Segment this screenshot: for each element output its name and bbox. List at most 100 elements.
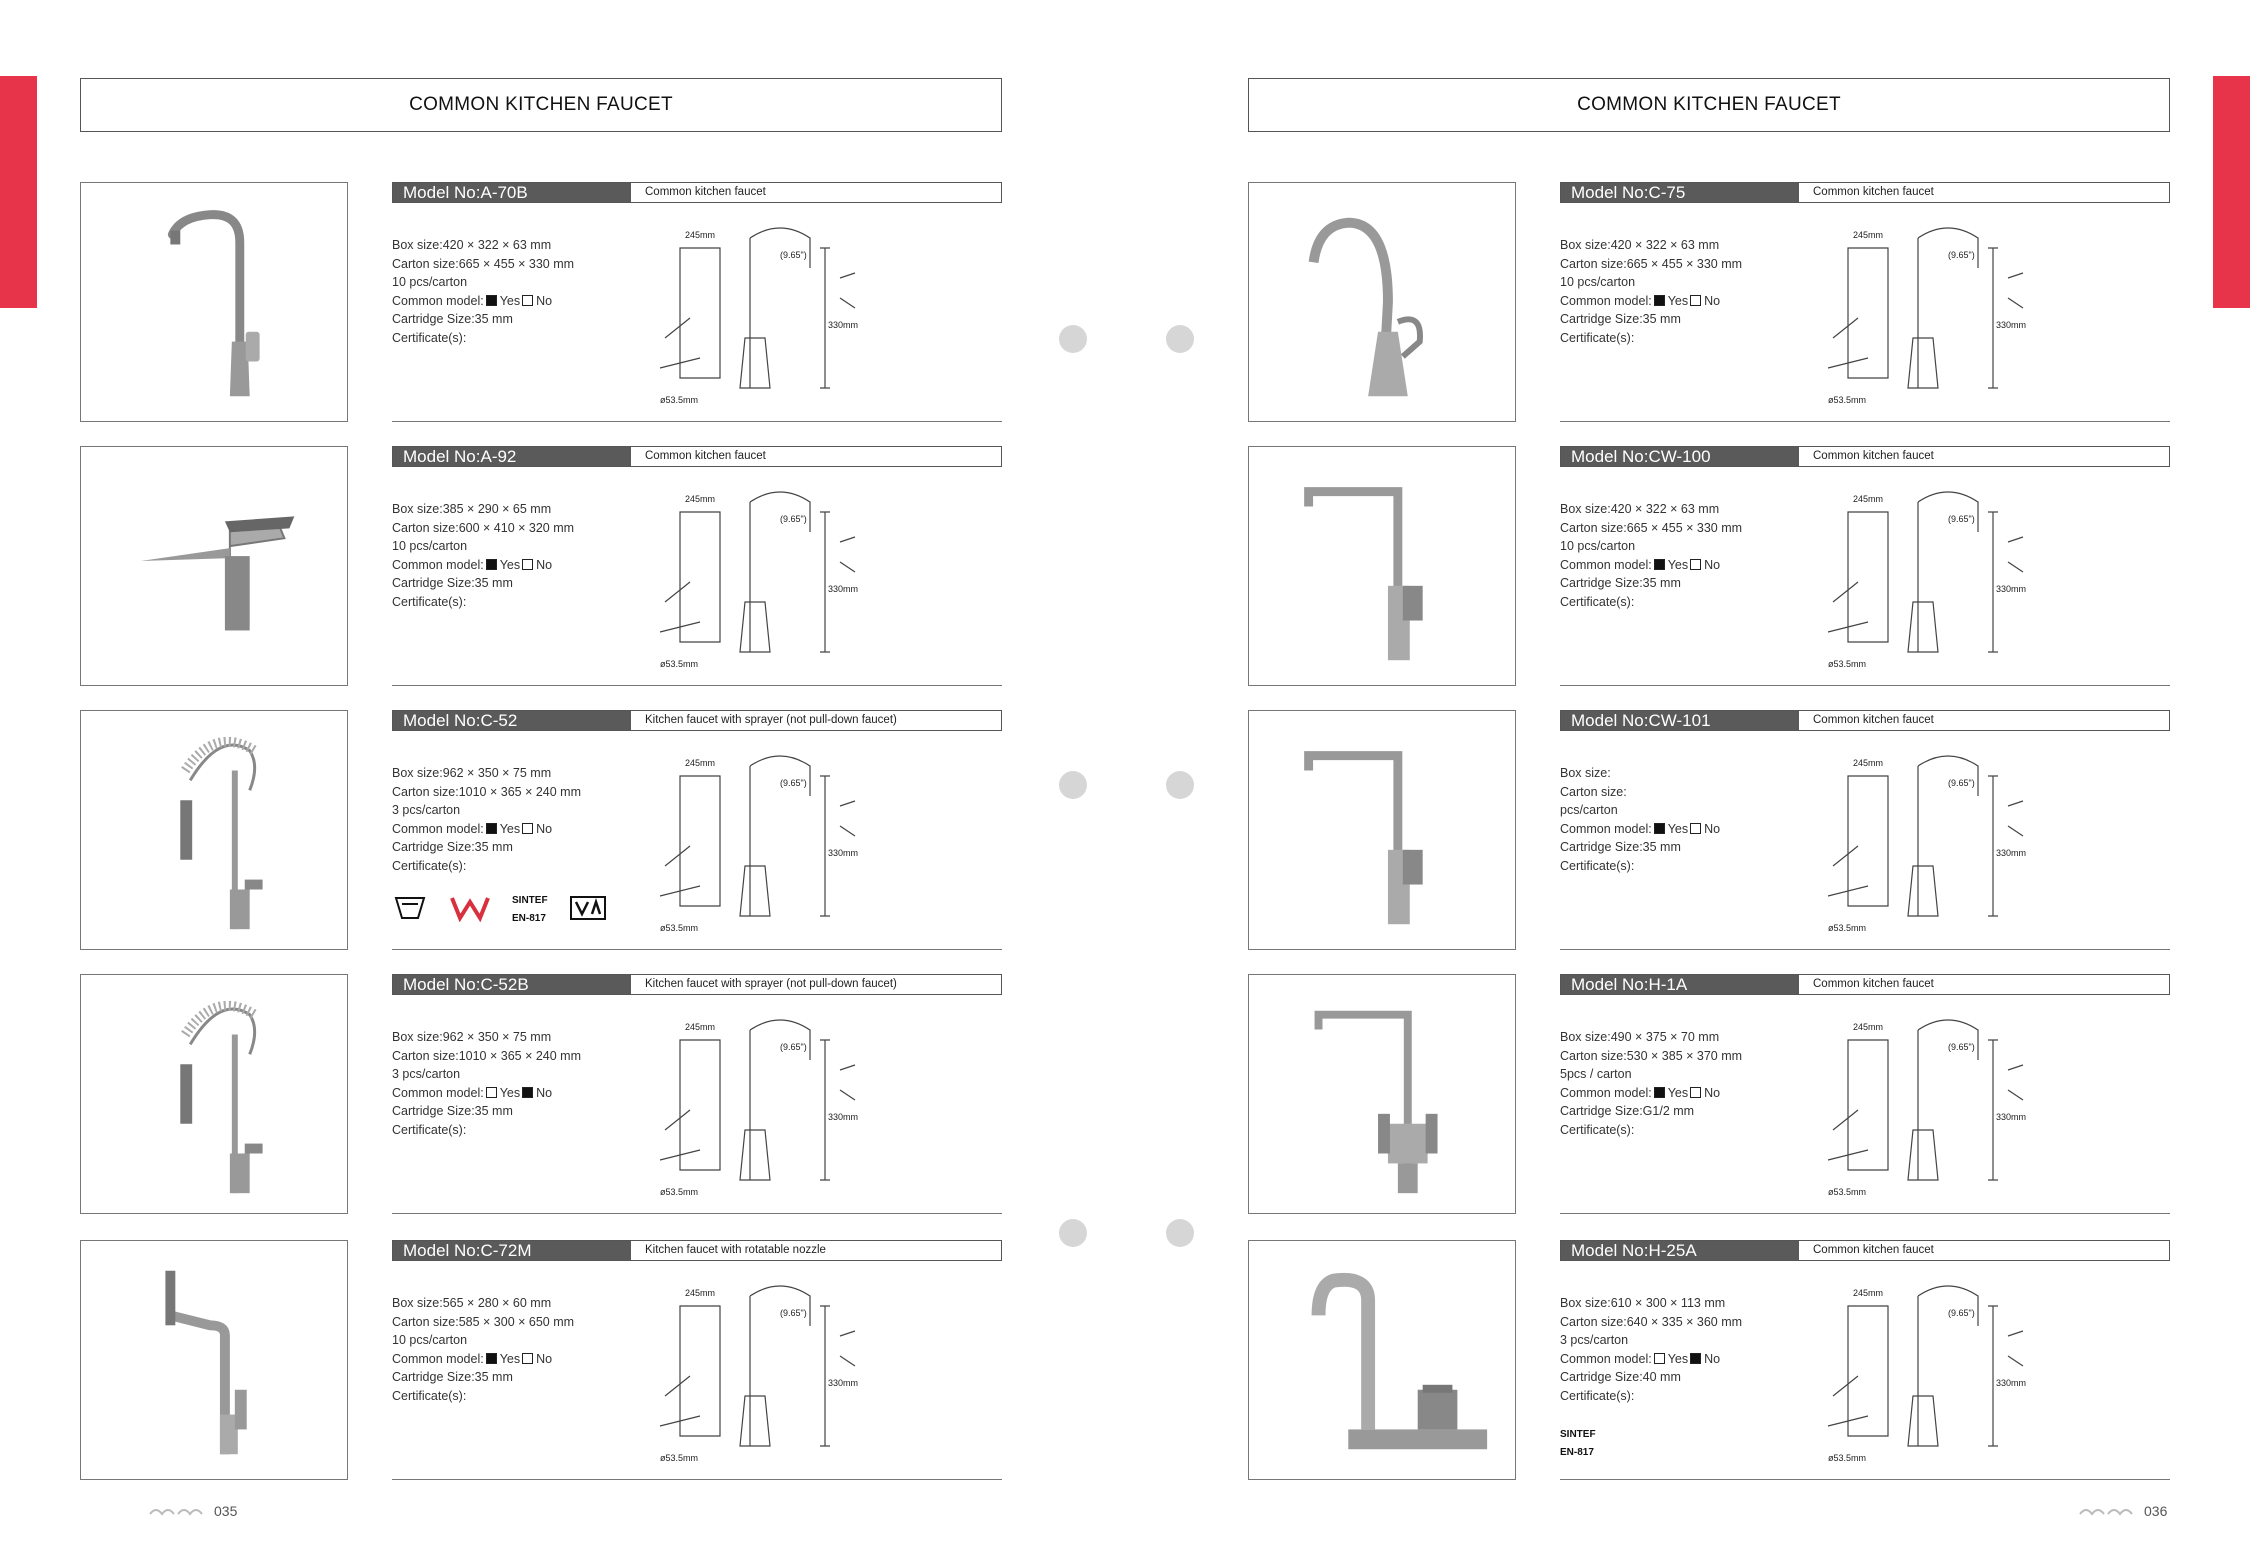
model-bar: Model No:H-25A Common kitchen faucet xyxy=(1560,1240,2170,1261)
svg-text:ø53.5mm: ø53.5mm xyxy=(1828,659,1866,669)
svg-text:ø53.5mm: ø53.5mm xyxy=(1828,923,1866,933)
yes-label: Yes xyxy=(1667,821,1689,836)
carton-size: Carton size:600 × 410 × 320 mm xyxy=(392,520,575,535)
spec-panel: Model No:H-1A Common kitchen faucet Box … xyxy=(1560,974,2170,1214)
certificates-label: Certificate(s): xyxy=(1560,1388,1635,1403)
product-card: Model No:C-72M Kitchen faucet with rotat… xyxy=(80,1240,1002,1480)
no-checkbox xyxy=(522,1086,534,1098)
spec-panel: Model No:C-75 Common kitchen faucet Box … xyxy=(1560,182,2170,422)
svg-text:(9.65"): (9.65") xyxy=(780,250,807,260)
spring-faucet-icon xyxy=(180,736,263,930)
carton-size: Carton size: xyxy=(1560,784,1627,799)
box-size: Box size:420 × 322 × 63 mm xyxy=(392,238,552,252)
cartridge-size: Cartridge Size:35 mm xyxy=(392,1104,513,1119)
carton-size: Carton size:1010 × 365 × 240 mm xyxy=(392,784,582,799)
model-number: Model No:C-75 xyxy=(1561,183,1799,202)
model-bar: Model No:C-52B Kitchen faucet with spray… xyxy=(392,974,1002,995)
svg-text:(9.65"): (9.65") xyxy=(780,1308,807,1318)
svg-text:ø53.5mm: ø53.5mm xyxy=(660,659,698,669)
cartridge-size: Cartridge Size:35 mm xyxy=(1560,840,1681,855)
spec-list: Box size:490 × 375 × 70 mm Carton size:5… xyxy=(1560,1028,1790,1140)
no-checkbox xyxy=(522,1352,534,1364)
page-footer: 035 xyxy=(148,1503,237,1519)
box-size: Box size:610 × 300 × 113 mm xyxy=(1560,1296,1726,1310)
spec-panel: Model No:A-70B Common kitchen faucet Box… xyxy=(392,182,1002,422)
cartridge-size: Cartridge Size:35 mm xyxy=(392,1370,513,1385)
square-faucet-icon xyxy=(1304,751,1423,925)
pcs-per-carton: 10 pcs/carton xyxy=(392,539,468,554)
svg-text:(9.65"): (9.65") xyxy=(1948,1308,1975,1318)
cartridge-size: Cartridge Size:35 mm xyxy=(392,312,513,327)
yes-checkbox xyxy=(485,558,497,570)
spec-panel: Model No:CW-101 Common kitchen faucet Bo… xyxy=(1560,710,2170,950)
rotatable-faucet-icon xyxy=(165,1270,247,1455)
page-footer: 036 xyxy=(2078,1503,2167,1519)
model-description: Common kitchen faucet xyxy=(645,450,766,462)
svg-text:330mm: 330mm xyxy=(1996,1112,2026,1122)
spec-panel: Model No:H-25A Common kitchen faucet Box… xyxy=(1560,1240,2170,1480)
svg-text:245mm: 245mm xyxy=(685,758,715,768)
svg-text:245mm: 245mm xyxy=(685,494,715,504)
spec-panel: Model No:C-72M Kitchen faucet with rotat… xyxy=(392,1240,1002,1480)
svg-text:245mm: 245mm xyxy=(685,1288,715,1298)
svg-text:245mm: 245mm xyxy=(685,230,715,240)
certificates-label: Certificate(s): xyxy=(1560,594,1635,609)
box-size: Box size:962 × 350 × 75 mm xyxy=(392,766,552,780)
spec-list: Box size:420 × 322 × 63 mm Carton size:6… xyxy=(1560,236,1790,348)
box-size: Box size:490 × 375 × 70 mm xyxy=(1560,1030,1720,1044)
svg-text:330mm: 330mm xyxy=(828,320,858,330)
svg-text:(9.65"): (9.65") xyxy=(1948,1042,1975,1052)
pcs-per-carton: 3 pcs/carton xyxy=(1560,1333,1629,1348)
svg-text:245mm: 245mm xyxy=(1853,1288,1883,1298)
box-size: Box size:420 × 322 × 63 mm xyxy=(1560,238,1720,252)
common-model-label: Common model: xyxy=(1560,293,1652,308)
carton-size: Carton size:640 × 335 × 360 mm xyxy=(1560,1314,1743,1329)
pcs-per-carton: 3 pcs/carton xyxy=(392,803,461,818)
yes-checkbox xyxy=(1653,822,1665,834)
product-photo xyxy=(80,974,348,1214)
svg-text:330mm: 330mm xyxy=(1996,1378,2026,1388)
spec-list: Box size:565 × 280 × 60 mm Carton size:5… xyxy=(392,1294,622,1406)
decor-dot xyxy=(1166,325,1194,353)
svg-text:330mm: 330mm xyxy=(1996,320,2026,330)
svg-text:ø53.5mm: ø53.5mm xyxy=(660,1187,698,1197)
decor-dot xyxy=(1059,1219,1087,1247)
yes-label: Yes xyxy=(1667,1085,1689,1100)
no-checkbox xyxy=(1690,558,1702,570)
red-side-tab xyxy=(2213,76,2250,308)
product-photo xyxy=(1248,974,1516,1214)
model-bar: Model No:A-70B Common kitchen faucet xyxy=(392,182,1002,203)
svg-text:330mm: 330mm xyxy=(828,848,858,858)
model-number: Model No:H-1A xyxy=(1561,975,1799,994)
product-card: Model No:C-52B Kitchen faucet with spray… xyxy=(80,974,1002,1214)
pcs-per-carton: 10 pcs/carton xyxy=(392,1333,468,1348)
cartridge-size: Cartridge Size:35 mm xyxy=(392,840,513,855)
no-checkbox xyxy=(1690,1086,1702,1098)
certificates-label: Certificate(s): xyxy=(392,594,467,609)
carton-size: Carton size:665 × 455 × 330 mm xyxy=(1560,520,1743,535)
pcs-per-carton: 10 pcs/carton xyxy=(1560,275,1636,290)
model-bar: Model No:CW-100 Common kitchen faucet xyxy=(1560,446,2170,467)
model-bar: Model No:H-1A Common kitchen faucet xyxy=(1560,974,2170,995)
no-label: No xyxy=(536,1085,553,1100)
decor-dot xyxy=(1059,771,1087,799)
yes-checkbox xyxy=(485,822,497,834)
product-photo xyxy=(1248,446,1516,686)
model-description: Kitchen faucet with sprayer (not pull-do… xyxy=(645,714,897,726)
certificates-label: Certificate(s): xyxy=(1560,858,1635,873)
spec-list: Box size:962 × 350 × 75 mm Carton size:1… xyxy=(392,764,622,876)
spec-list: Box size:420 × 322 × 63 mm Carton size:6… xyxy=(1560,500,1790,612)
product-card: Model No:A-92 Common kitchen faucet Box … xyxy=(80,446,1002,686)
